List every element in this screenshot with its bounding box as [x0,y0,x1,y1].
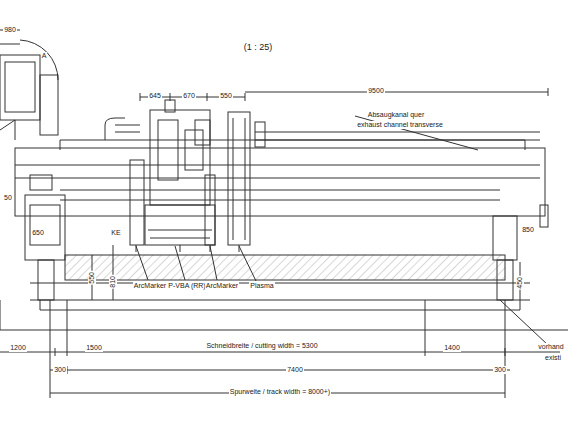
dimension-label: Spurweite / track width = 8000+) [229,388,331,396]
dimension-label: 550 [88,271,96,285]
dimension-label: 550 [219,92,233,100]
dimension-label: 1400 [443,344,461,352]
dimension-label: KE [110,229,121,237]
dimension-label: 300 [493,366,507,374]
dimension-label: exhaust channel transverse [356,121,444,129]
dimension-label: existi [544,354,562,362]
dimension-label: Plasma [249,282,274,290]
dimension-label: A [41,52,48,60]
dimension-label: 9500 [367,87,385,95]
dimension-label: 810 [109,275,117,289]
dimension-label: Schneidbreite / cutting width = 5300 [205,342,318,350]
dimension-label: 1500 [85,344,103,352]
dimension-label: 50 [3,194,13,202]
dimension-label: ArcMarker [133,282,167,290]
dimension-label: 980 [3,26,17,34]
scale-title: (1 : 25) [244,42,273,52]
dimension-label: 850 [521,226,535,234]
dimension-label: ArcMarker [205,282,239,290]
dimension-label: 1200 [9,344,27,352]
dimension-label: Absaugkanal quer [367,111,425,119]
dimension-label: 300 [53,366,67,374]
dimension-label: vorhand [537,343,564,351]
dimension-label: 645 [148,92,162,100]
dimension-label: 650 [31,229,45,237]
dimension-label: P-VBA (RR) [167,282,206,290]
dimension-label: 670 [182,92,196,100]
dimension-label: 450 [516,276,524,290]
dimension-label: 7400 [286,366,304,374]
